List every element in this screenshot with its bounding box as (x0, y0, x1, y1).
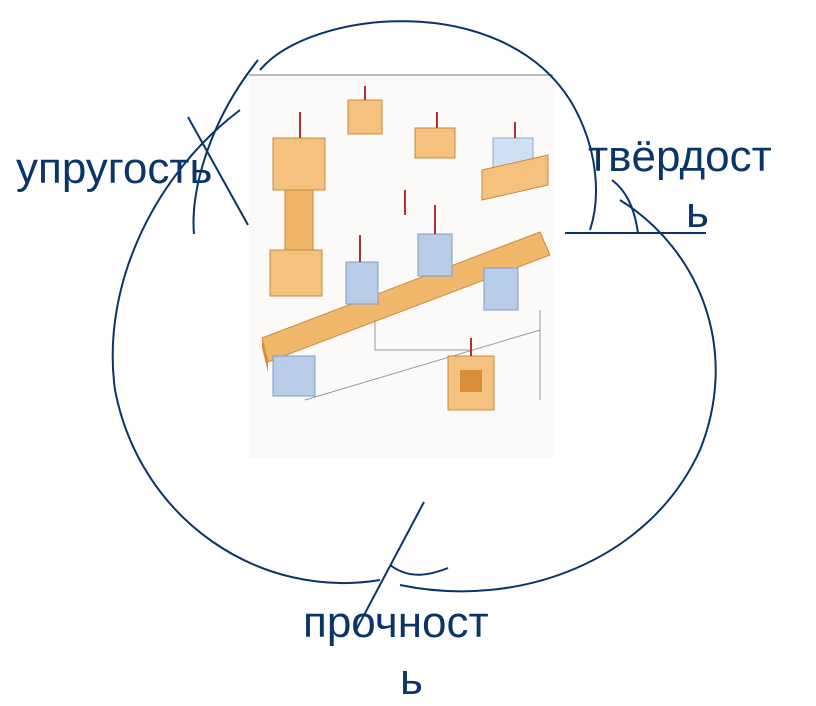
label-elasticity: упругость (16, 144, 213, 193)
right-circle-arc (399, 199, 717, 593)
left-inner-arc (192, 59, 259, 235)
label-strength-line1: прочност (303, 598, 489, 647)
column-specimen (269, 112, 326, 297)
label-hardness-line2: ь (686, 188, 709, 237)
beam-specimen (261, 190, 551, 401)
circle-diagram (111, 20, 717, 593)
connector-left (187, 116, 249, 226)
label-strength-line2: ь (400, 655, 423, 704)
connector-bottom (354, 501, 425, 633)
connector-lines (187, 116, 706, 633)
top-circle-arc (259, 20, 597, 231)
connector-right-tick (611, 179, 639, 234)
left-circle-arc (111, 109, 381, 585)
wood-testing-illustration (249, 74, 553, 458)
hardness-specimen (447, 310, 541, 411)
label-hardness-line1: твёрдост (588, 132, 772, 181)
bottom-inner-arc (389, 564, 449, 576)
top-specimens (347, 86, 549, 201)
